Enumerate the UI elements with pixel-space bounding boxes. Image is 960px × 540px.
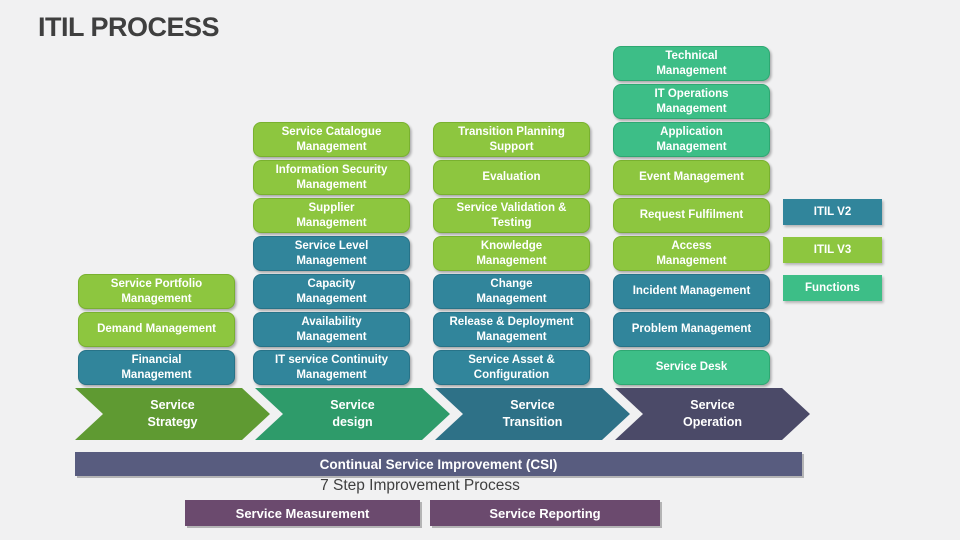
process-box-knowledge-management: Knowledge Management bbox=[433, 236, 590, 271]
process-box-service-portfolio-management: Service Portfolio Management bbox=[78, 274, 235, 309]
bottom-box-service-measurement: Service Measurement bbox=[185, 500, 420, 526]
process-box-it-service-continuity-management: IT service Continuity Management bbox=[253, 350, 410, 385]
process-box-availability-management: Availability Management bbox=[253, 312, 410, 347]
stage-arrow-service-operation: Service Operation bbox=[615, 388, 810, 440]
legend-itil-v3: ITIL V3 bbox=[783, 237, 882, 263]
process-box-capacity-management: Capacity Management bbox=[253, 274, 410, 309]
process-box-service-level-management: Service Level Management bbox=[253, 236, 410, 271]
process-box-change-management: Change Management bbox=[433, 274, 590, 309]
chevron-arrow-shape bbox=[615, 388, 810, 440]
process-box-problem-management: Problem Management bbox=[613, 312, 770, 347]
bottom-box-service-reporting: Service Reporting bbox=[430, 500, 660, 526]
legend-itil-v2: ITIL V2 bbox=[783, 199, 882, 225]
chevron-arrow-shape bbox=[435, 388, 630, 440]
page-title: ITIL PROCESS bbox=[38, 12, 220, 42]
process-box-demand-management: Demand Management bbox=[78, 312, 235, 347]
process-box-transition-planning-support: Transition Planning Support bbox=[433, 122, 590, 157]
csi-bar: Continual Service Improvement (CSI) bbox=[75, 452, 802, 476]
process-box-application-management: Application Management bbox=[613, 122, 770, 157]
chevron-arrow-shape bbox=[75, 388, 270, 440]
process-box-service-asset-configuration: Service Asset & Configuration bbox=[433, 350, 590, 385]
stage-arrow-service-design: Service design bbox=[255, 388, 450, 440]
process-box-request-fulfilment: Request Fulfilment bbox=[613, 198, 770, 233]
stage-arrow-service-transition: Service Transition bbox=[435, 388, 630, 440]
stage-arrow-label: Service Operation bbox=[682, 398, 743, 429]
process-box-financial-management: Financial Management bbox=[78, 350, 235, 385]
process-box-supplier-management: Supplier Management bbox=[253, 198, 410, 233]
process-box-it-operations-management: IT Operations Management bbox=[613, 84, 770, 119]
stage-arrow-label: Service Transition bbox=[502, 398, 563, 429]
legend-functions: Functions bbox=[783, 275, 882, 301]
process-box-service-desk: Service Desk bbox=[613, 350, 770, 385]
stage-arrow-label: Service Strategy bbox=[147, 398, 198, 429]
process-box-release-deployment-management: Release & Deployment Management bbox=[433, 312, 590, 347]
process-box-service-validation-testing: Service Validation & Testing bbox=[433, 198, 590, 233]
chevron-arrow-shape bbox=[255, 388, 450, 440]
process-box-information-security-management: Information Security Management bbox=[253, 160, 410, 195]
stage-arrow-label: Service design bbox=[330, 398, 375, 429]
process-box-service-catalogue-management: Service Catalogue Management bbox=[253, 122, 410, 157]
process-box-evaluation: Evaluation bbox=[433, 160, 590, 195]
process-box-access-management: Access Management bbox=[613, 236, 770, 271]
stage-arrow-service-strategy: Service Strategy bbox=[75, 388, 270, 440]
process-box-incident-management: Incident Management bbox=[613, 274, 770, 309]
csi-bar-label: Continual Service Improvement (CSI) bbox=[319, 456, 558, 472]
seven-step-text: 7 Step Improvement Process bbox=[320, 477, 520, 494]
process-box-event-management: Event Management bbox=[613, 160, 770, 195]
process-box-technical-management: Technical Management bbox=[613, 46, 770, 81]
